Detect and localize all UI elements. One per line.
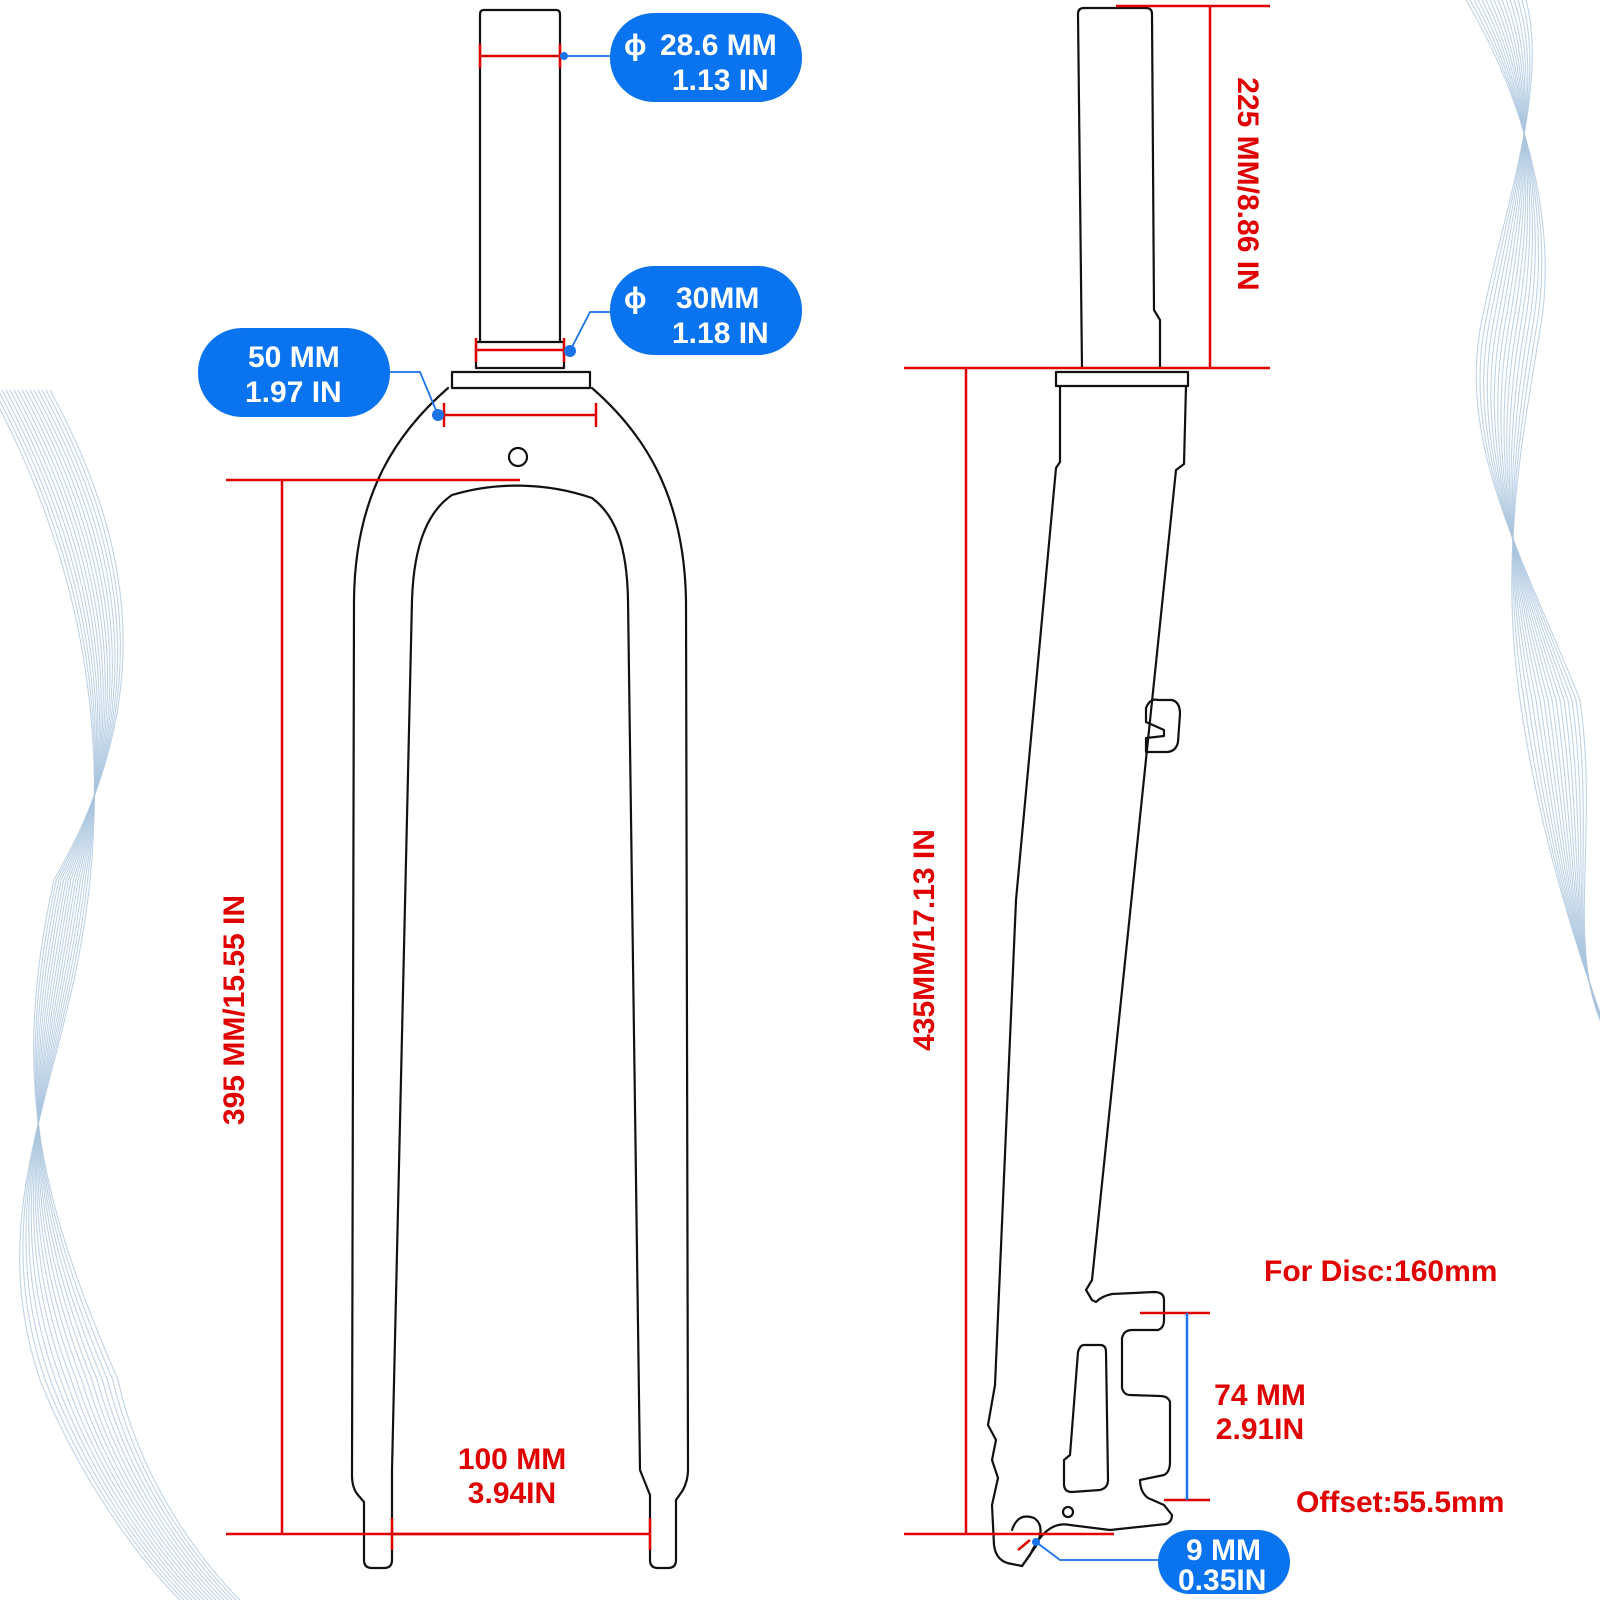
axle-to-crown-label: 395 MM/15.55 IN bbox=[218, 895, 251, 1125]
mount-spacing-in-label: 2.91IN bbox=[1216, 1413, 1304, 1446]
svg-text:1.18 IN: 1.18 IN bbox=[672, 317, 769, 350]
hub-spacing-mm-label: 100 MM bbox=[458, 1443, 566, 1476]
steerer-length-label: 225 MM/8.86 IN bbox=[1231, 77, 1264, 290]
background-wave-right bbox=[1465, 0, 1600, 1021]
offset-note: Offset:55.5mm bbox=[1296, 1486, 1504, 1519]
side-dropout-slot bbox=[1010, 1515, 1042, 1568]
svg-text:28.6 MM: 28.6 MM bbox=[660, 29, 777, 62]
side-dimensions bbox=[904, 4, 1270, 1536]
background-wave-left bbox=[0, 389, 241, 1600]
side-eyelet bbox=[1144, 698, 1182, 754]
side-crown-race bbox=[1054, 370, 1190, 388]
front-leaders bbox=[390, 52, 612, 421]
fork-side-view bbox=[986, 6, 1190, 1568]
svg-text:50 MM: 50 MM bbox=[248, 341, 340, 374]
mount-spacing-mm-label: 74 MM bbox=[1214, 1379, 1306, 1412]
svg-text:1.97 IN: 1.97 IN bbox=[245, 376, 342, 409]
svg-text:1.13 IN: 1.13 IN bbox=[672, 64, 769, 97]
crown-width-badge: 50 MM 1.97 IN bbox=[198, 328, 390, 417]
front-crown-race bbox=[450, 370, 592, 390]
side-fork-leg bbox=[986, 384, 1188, 1568]
fork-front-view bbox=[350, 8, 690, 1570]
dropout-leader bbox=[1017, 1538, 1160, 1561]
dropout-width-badge: 9 MM 0.35IN bbox=[1158, 1530, 1290, 1597]
svg-text:9 MM: 9 MM bbox=[1186, 1534, 1261, 1567]
svg-text:30MM: 30MM bbox=[676, 282, 759, 315]
side-steerer-tube bbox=[1076, 6, 1162, 370]
side-axle-hole bbox=[1061, 1505, 1075, 1519]
side-disc-mount-cutout bbox=[1062, 1343, 1110, 1494]
front-fork-body bbox=[350, 386, 690, 1570]
diameter-symbol: ϕ bbox=[624, 282, 647, 315]
svg-text:0.35IN: 0.35IN bbox=[1178, 1564, 1266, 1597]
steerer-base-diameter-badge: ϕ 30MM 1.18 IN bbox=[610, 266, 802, 355]
front-steerer-tube bbox=[478, 8, 562, 344]
front-steerer-collar bbox=[474, 340, 566, 370]
steerer-top-diameter-badge: ϕ 28.6 MM 1.13 IN bbox=[610, 13, 802, 102]
diameter-symbol: ϕ bbox=[624, 29, 647, 62]
front-dimensions bbox=[226, 44, 652, 1550]
disc-size-note: For Disc:160mm bbox=[1264, 1255, 1497, 1288]
overall-height-label: 435MM/17.13 IN bbox=[908, 829, 941, 1051]
front-crown-hole bbox=[507, 446, 529, 468]
hub-spacing-in-label: 3.94IN bbox=[468, 1477, 556, 1510]
